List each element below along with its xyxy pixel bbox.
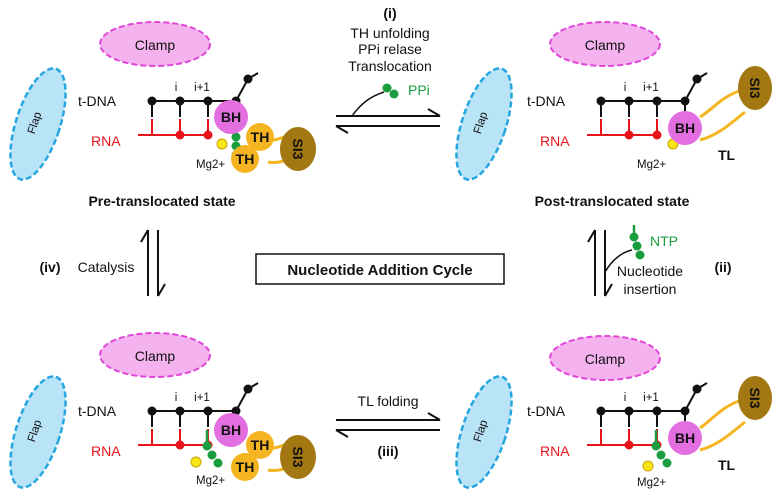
- post-translocated-top: Clamp Flap t-DNA RNA i i+1 Mg2+ BH TL SI…: [443, 21, 772, 209]
- bridge-helix-shape: [214, 413, 248, 447]
- step-i-line1: TH unfolding: [350, 25, 429, 41]
- center-title: Nucleotide Addition Cycle: [287, 262, 472, 279]
- rna-label: RNA: [91, 443, 121, 459]
- clamp-label: Clamp: [135, 348, 176, 364]
- si3-label: SI3: [290, 138, 306, 159]
- bh-label: BH: [675, 430, 695, 446]
- th-label: TH: [236, 151, 255, 167]
- position-i1-label: i+1: [194, 392, 210, 404]
- mg-ion-icon: [190, 456, 202, 468]
- up-arrow-icon: [140, 229, 149, 243]
- position-i1-label: i+1: [643, 82, 659, 94]
- rna-label: RNA: [540, 133, 570, 149]
- th-label: TH: [236, 459, 255, 475]
- si3-shape: [280, 435, 316, 479]
- clamp-label: Clamp: [585, 37, 626, 53]
- ppi-icon: [382, 83, 392, 93]
- center-title-box: Nucleotide Addition Cycle: [255, 253, 505, 285]
- state-label-pre: Pre-translocated state: [88, 193, 235, 209]
- step-iv-label: Catalysis: [78, 259, 135, 275]
- reverse-arrow-icon: [335, 125, 349, 134]
- mg-label: Mg2+: [637, 477, 666, 489]
- trigger-helix-shape: [231, 453, 259, 481]
- state-label-post: Post-translocated state: [535, 193, 690, 209]
- mg-label: Mg2+: [637, 159, 666, 171]
- ntp-label: NTP: [650, 233, 678, 249]
- down-arrow-icon: [604, 283, 613, 297]
- trigger-helix-shape: [231, 145, 259, 173]
- tdna-label: t-DNA: [527, 403, 566, 419]
- trigger-helix-shape: [246, 431, 274, 459]
- step-iii: TL folding (iii): [335, 393, 441, 459]
- tdna-label: t-DNA: [78, 403, 117, 419]
- clamp-label: Clamp: [585, 351, 626, 367]
- bridge-helix-shape: [214, 100, 248, 134]
- th-label: TH: [251, 129, 270, 145]
- up-arrow-icon: [587, 229, 596, 243]
- forward-arrow-icon: [427, 108, 441, 117]
- step-i-number: (i): [383, 5, 396, 21]
- rna-label: RNA: [91, 133, 121, 149]
- trigger-helix-shape: [246, 123, 274, 151]
- nucleotide-icon: [231, 132, 241, 142]
- mg-ion-icon: [642, 460, 654, 472]
- si3-label: SI3: [747, 387, 763, 408]
- step-iv: (iv) Catalysis: [40, 229, 166, 297]
- step-i-line3: Translocation: [348, 58, 432, 74]
- tdna-label: t-DNA: [527, 93, 566, 109]
- si3-shape: [738, 66, 772, 110]
- si3-label: SI3: [747, 77, 763, 98]
- clamp-label: Clamp: [135, 37, 176, 53]
- bh-label: BH: [221, 422, 241, 438]
- step-ii: NTP Nucleotide insertion (ii): [587, 225, 732, 297]
- mg-label: Mg2+: [196, 159, 225, 171]
- step-iii-number: (iii): [378, 443, 399, 459]
- step-i-line2: PPi relase: [358, 41, 422, 57]
- pre-translocated-top: Clamp Flap t-DNA RNA i i+1 Mg2+ BH TH TH…: [0, 21, 316, 209]
- step-ii-line1: Nucleotide: [617, 263, 683, 279]
- forward-arrow-icon: [427, 412, 441, 421]
- position-i1-label: i+1: [643, 392, 659, 404]
- post-translocated-bottom: Clamp Flap t-DNA RNA i i+1 Mg2+ BH TL SI…: [443, 335, 772, 496]
- rna-label: RNA: [540, 443, 570, 459]
- bh-label: BH: [675, 120, 695, 136]
- tdna-label: t-DNA: [78, 93, 117, 109]
- position-i-label: i: [175, 392, 178, 404]
- step-iv-number: (iv): [40, 259, 61, 275]
- th-label: TH: [251, 437, 270, 453]
- bridge-helix-shape: [668, 421, 702, 455]
- si3-shape: [738, 376, 772, 420]
- ntp-icon: [629, 232, 639, 242]
- si3-shape: [280, 127, 316, 171]
- down-arrow-icon: [157, 283, 166, 297]
- mg-ion-icon: [216, 138, 228, 150]
- position-i1-label: i+1: [194, 82, 210, 94]
- si3-label: SI3: [290, 446, 306, 467]
- step-ii-line2: insertion: [624, 281, 677, 297]
- step-iii-label: TL folding: [358, 393, 419, 409]
- tl-label: TL: [718, 457, 736, 473]
- nucleotide-icon: [202, 441, 212, 451]
- step-i: (i) TH unfolding PPi relase Translocatio…: [335, 5, 441, 134]
- tl-label: TL: [718, 147, 736, 163]
- bridge-helix-shape: [668, 111, 702, 145]
- bh-label: BH: [221, 109, 241, 125]
- position-i-label: i: [175, 82, 178, 94]
- ppi-label: PPi: [408, 82, 430, 98]
- pre-translocated-bottom: Clamp Flap t-DNA RNA i i+1 Mg2+ BH TH TH…: [0, 332, 316, 496]
- position-i-label: i: [624, 392, 627, 404]
- step-ii-number: (ii): [714, 259, 731, 275]
- mg-label: Mg2+: [196, 475, 225, 487]
- reverse-arrow-icon: [335, 429, 349, 438]
- position-i-label: i: [624, 82, 627, 94]
- nucleotide-icon: [651, 441, 661, 451]
